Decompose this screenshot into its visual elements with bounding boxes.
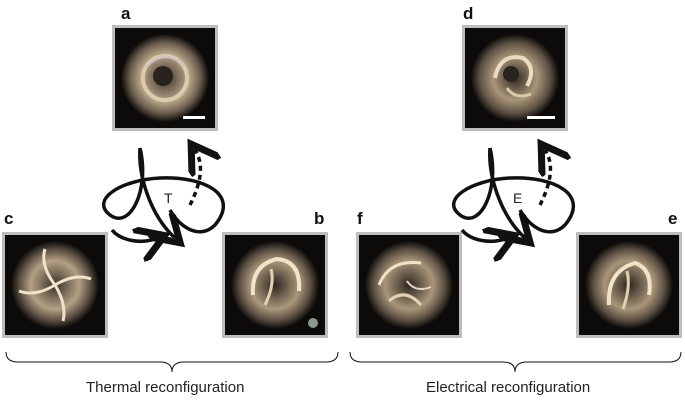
thermal-knot xyxy=(102,148,226,241)
panel-label-b: b xyxy=(314,209,325,228)
micrograph-f xyxy=(356,232,462,338)
scale-bar-a xyxy=(183,116,205,119)
panel-label-a: a xyxy=(121,4,131,23)
scale-bar-d xyxy=(527,116,555,119)
micrograph-c xyxy=(2,232,108,338)
electrical-caption: Electrical reconfiguration xyxy=(426,379,591,396)
thermal-caption: Thermal reconfiguration xyxy=(86,379,245,396)
micrograph-b xyxy=(222,232,328,338)
electrical-brace xyxy=(349,351,682,373)
panel-label-f: f xyxy=(357,209,363,228)
micrograph-d xyxy=(462,25,568,131)
panel-label-c: c xyxy=(4,209,14,228)
panel-label-d: d xyxy=(463,4,474,23)
thermal-brace xyxy=(5,351,339,373)
thermal-knot-letter: T xyxy=(164,190,173,206)
electrical-knot-letter: E xyxy=(513,190,523,206)
electrical-knot xyxy=(452,148,576,241)
panel-label-e: e xyxy=(668,209,678,228)
micrograph-e xyxy=(576,232,682,338)
micrograph-a xyxy=(112,25,218,131)
